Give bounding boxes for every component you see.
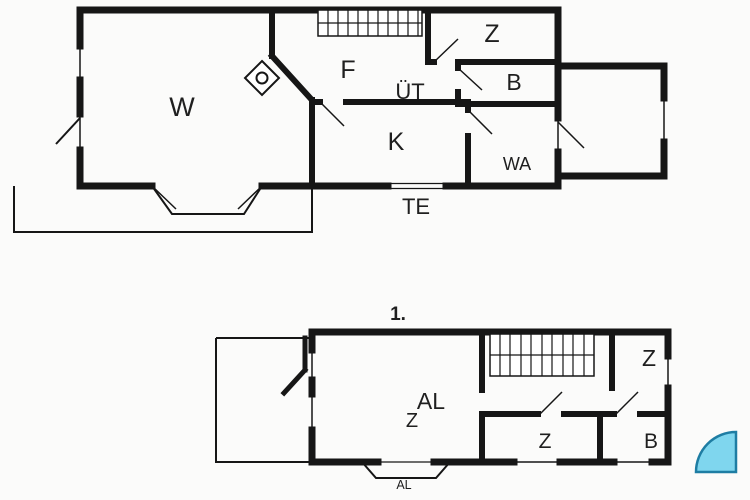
uf-room-label-bath: B <box>644 430 658 453</box>
staircase-icon <box>317 9 423 37</box>
room-label-kitchen: K <box>388 128 405 156</box>
room-label-hall: F <box>340 56 355 84</box>
extension-door-swing <box>557 121 585 149</box>
bay-window <box>151 185 263 215</box>
terrace-outline <box>13 186 313 233</box>
room-door-swing <box>433 38 459 63</box>
uf-room-label-main: AL <box>417 388 445 414</box>
stove-circle <box>255 71 269 85</box>
uf-staircase-icon <box>489 333 595 377</box>
stove-icon <box>243 59 281 97</box>
uf-door-swing-bath <box>615 391 639 415</box>
uf-room-label-balcony: AL <box>396 478 411 492</box>
room-label-living: W <box>169 92 195 122</box>
floor-heading: 1. <box>390 304 406 325</box>
terrace-door-line <box>388 182 446 190</box>
corner-bathtub-icon <box>694 430 738 474</box>
room-label-terrace: TE <box>402 194 430 219</box>
room-label-utility: WA <box>503 154 531 174</box>
ground-floor-plan: W F Z ÜT B K WA TE <box>13 6 668 233</box>
uf-door-swing-room <box>539 391 563 415</box>
uf-room-label-bottom: Z <box>539 430 552 453</box>
kitchen-door-swing <box>319 101 345 127</box>
door-swing <box>55 117 81 145</box>
uf-room-label-top: Z <box>642 345 656 371</box>
room-label-bath: B <box>506 69 521 95</box>
bath-door-swing <box>457 67 483 91</box>
room-label-covered-terrace: ÜT <box>395 79 424 104</box>
uf-annex-door <box>280 366 309 397</box>
uf-room-label-center: Z <box>406 410 418 432</box>
uf-annex-outline <box>215 337 312 463</box>
upper-floor-plan: 1. <box>215 304 738 492</box>
room-label-room: Z <box>484 20 499 48</box>
wall-diagonal <box>267 51 317 105</box>
bay-door-swings <box>151 185 263 210</box>
uf-balcony-bay <box>361 461 451 479</box>
utility-door-swing <box>467 109 493 135</box>
